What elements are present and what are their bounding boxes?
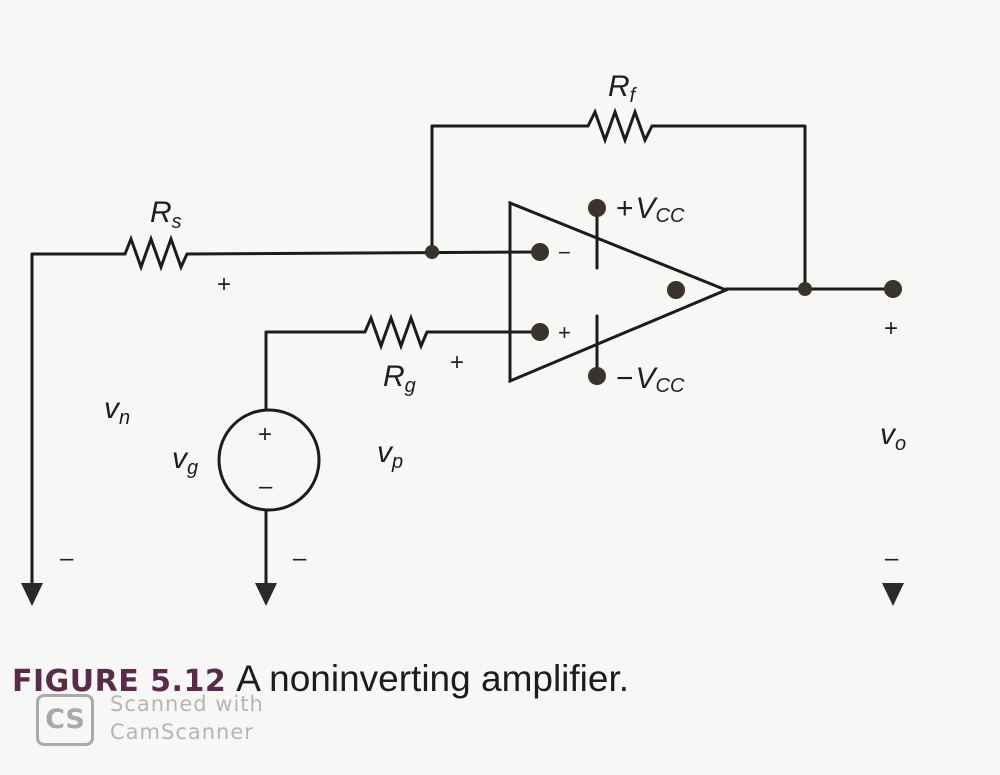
- feedback-wire-output: [650, 124, 807, 291]
- watermark-line-2: CamScanner: [110, 720, 254, 744]
- source-resistor: [123, 234, 189, 272]
- figure-caption-text: A noninverting amplifier.: [236, 658, 630, 699]
- voltage-source: [217, 408, 321, 512]
- label-vcc-pos: +VCC: [616, 192, 685, 227]
- reference-arrow-source: [255, 583, 277, 606]
- pin-noninverting: [531, 323, 549, 341]
- inverting-pin-sign: −: [558, 240, 571, 265]
- op-amp-triangle: [508, 200, 730, 384]
- feedback-wire: [430, 124, 590, 254]
- rg-wire-left: [264, 330, 367, 412]
- pin-vcc-neg: [588, 367, 606, 385]
- figure-number: FIGURE 5.12: [12, 664, 227, 699]
- noninverting-pin-sign: +: [558, 320, 571, 345]
- figure-caption: FIGURE 5.12 A noninverting amplifier.: [12, 658, 912, 700]
- pin-vcc-pos: [588, 199, 606, 217]
- circuit-diagram: Rf Rs Rg +VCC −VCC vn vg vp vo + + + + –…: [21, 70, 906, 606]
- label-rs: Rs: [150, 196, 182, 233]
- vn-plus-sign: +: [217, 271, 231, 298]
- pin-output: [667, 281, 685, 299]
- node-output: [798, 282, 812, 296]
- vo-plus-sign: +: [884, 315, 898, 342]
- node-inverting: [425, 245, 439, 259]
- feedback-resistor: [586, 107, 654, 145]
- inverting-input-wire: [185, 250, 542, 256]
- vn-minus-sign: –: [60, 545, 74, 572]
- pin-inverting: [531, 243, 549, 261]
- label-vn: vn: [104, 392, 130, 429]
- label-vp: vp: [377, 436, 403, 473]
- source-plus-sign: +: [258, 421, 272, 448]
- vp-plus-sign: +: [450, 349, 464, 376]
- terminal-output: [884, 280, 902, 298]
- camscanner-logo-icon: CS: [36, 694, 94, 746]
- label-vg: vg: [172, 442, 198, 479]
- source-minus-sign: –: [259, 473, 273, 500]
- input-resistor: [363, 313, 429, 351]
- watermark-line-1: Scanned with: [110, 692, 264, 716]
- camscanner-watermark: CS Scanned with CamScanner: [36, 692, 356, 754]
- rs-wire-left: [30, 252, 127, 587]
- reference-arrow-output: [882, 583, 904, 606]
- label-vo: vo: [880, 418, 906, 455]
- vo-minus-sign: –: [885, 545, 899, 572]
- label-rg: Rg: [383, 360, 416, 397]
- reference-arrow-left: [21, 583, 43, 606]
- label-vcc-neg: −VCC: [616, 362, 685, 397]
- label-rf: Rf: [608, 70, 638, 107]
- vp-minus-sign: –: [293, 545, 307, 572]
